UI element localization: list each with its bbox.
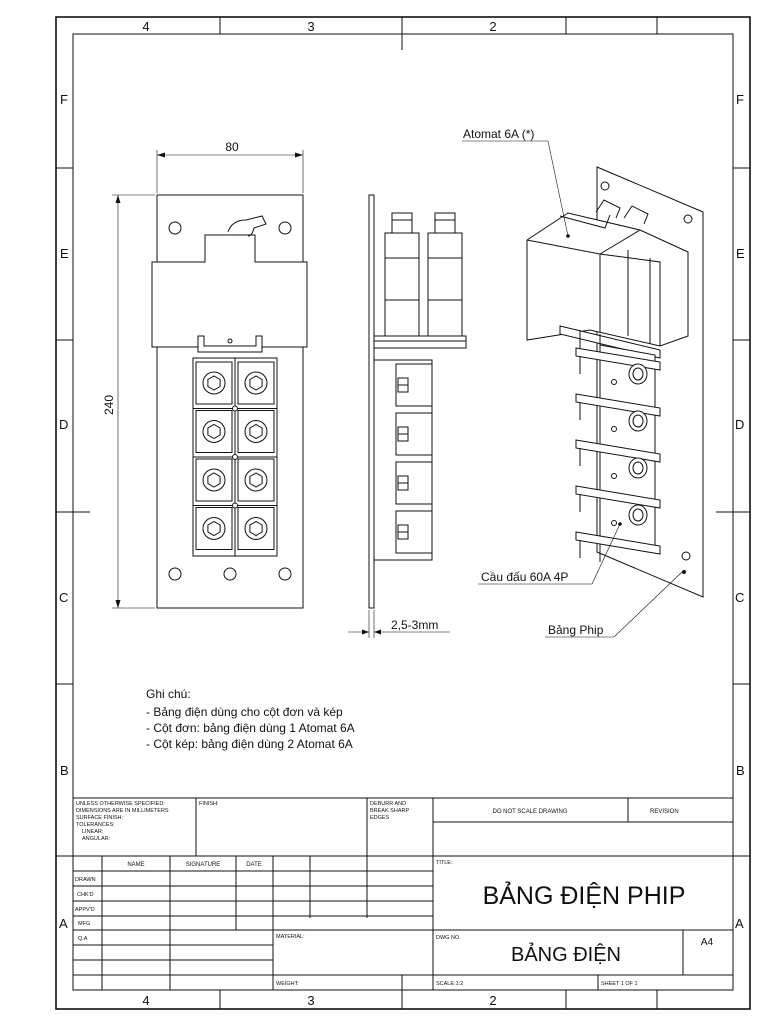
tb-sheet: SHEET 1 OF 1	[601, 981, 638, 987]
row-label-left-c: C	[59, 590, 68, 605]
tb-finish: FINISH:	[199, 801, 219, 807]
tb-revision: REVISION	[650, 809, 679, 815]
screw-icon	[628, 363, 648, 385]
tb-deburr: EDGES	[370, 815, 390, 821]
tb-deburr: BREAK SHARP	[370, 808, 409, 814]
tb-spec: UNLESS OTHERWISE SPECIFIED:	[76, 801, 165, 807]
tb-spec: DIMENSIONS ARE IN MILLIMETERS	[76, 808, 169, 814]
screw-terminal-icon	[244, 420, 268, 443]
callout-breaker: Atomat 6A (*)	[463, 127, 534, 141]
mounting-hole-icon	[278, 567, 292, 581]
mounting-hole-icon	[223, 567, 237, 581]
tb-spec: ANGULAR:	[82, 836, 111, 842]
row-label-right-e: E	[736, 246, 745, 261]
screw-terminal-icon	[244, 371, 268, 395]
notes-line: - Cột kép: bảng điện dùng 2 Atomat 6A	[146, 737, 353, 751]
tb-weight-label: WEIGHT:	[276, 981, 299, 987]
callouts: Atomat 6A (*) Cầu đấu 60A 4P Bảng Phip	[462, 127, 683, 638]
tb-role-qa: Q.A	[78, 936, 88, 942]
mounting-hole-icon	[168, 221, 182, 235]
col-label-bottom-2: 2	[489, 993, 496, 1008]
tb-size: A4	[701, 937, 714, 948]
col-label-top-4: 4	[142, 19, 149, 34]
mounting-hole-icon	[168, 567, 182, 581]
tb-title-label: TITLE:	[436, 860, 453, 866]
tb-scale: SCALE:1:2	[436, 981, 463, 987]
row-label-right-f: F	[736, 92, 744, 107]
tb-role-chkd: CHK'D	[77, 892, 94, 898]
isometric-view	[526, 166, 704, 598]
side-view: 2,5-3mm	[348, 194, 467, 638]
callout-terminal: Cầu đấu 60A 4P	[481, 570, 568, 584]
row-label-left-b: B	[60, 763, 69, 778]
notes-line: - Bảng điện dùng cho cột đơn và kép	[146, 705, 343, 719]
tb-material-label: MATERIAL:	[276, 934, 305, 940]
tb-dwg-label: DWG NO.	[436, 935, 461, 941]
screw-terminal-icon	[202, 517, 226, 540]
col-label-top-2: 2	[489, 19, 496, 34]
tb-dwg-no: BẢNG ĐIỆN	[511, 943, 621, 966]
col-label-bottom-3: 3	[307, 993, 314, 1008]
row-label-left-a: A	[59, 916, 68, 931]
tb-spec: LINEAR:	[82, 829, 104, 835]
breaker-body	[526, 212, 689, 347]
row-label-left-f: F	[60, 92, 68, 107]
dimension-height: 240	[102, 395, 116, 415]
screw-icon	[628, 457, 648, 479]
row-label-right-a: A	[735, 916, 744, 931]
drawing-border: 4 3 2 4 3 2 F E D C B A F E D C B A	[55, 16, 751, 1010]
mounting-hole-icon	[278, 221, 292, 235]
callout-board: Bảng Phip	[548, 623, 604, 637]
screw-terminal-icon	[244, 517, 268, 540]
tb-header-signature: SIGNATURE	[186, 862, 221, 868]
screw-terminal-icon	[202, 420, 226, 443]
screw-terminal-icon	[202, 468, 226, 492]
tb-spec: TOLERANCES:	[76, 822, 115, 828]
col-label-bottom-4: 4	[142, 993, 149, 1008]
tb-title: BẢNG ĐIỆN PHIP	[483, 880, 686, 910]
row-label-left-e: E	[60, 246, 69, 261]
tb-deburr: DEBURR AND	[370, 801, 406, 807]
tb-spec: SURFACE FINISH:	[76, 815, 124, 821]
notes-heading: Ghi chú:	[146, 687, 191, 701]
screw-icon	[628, 410, 648, 432]
tb-header-name: NAME	[127, 862, 144, 868]
tb-header-date: DATE	[246, 862, 262, 868]
dimension-thickness: 2,5-3mm	[391, 618, 438, 632]
screw-terminal-icon	[202, 371, 226, 395]
row-label-right-c: C	[735, 590, 744, 605]
title-block: UNLESS OTHERWISE SPECIFIED: DIMENSIONS A…	[73, 797, 733, 990]
screw-terminal-icon	[244, 468, 268, 492]
tb-role-drawn: DRAWN	[75, 877, 96, 883]
row-label-right-d: D	[735, 417, 744, 432]
notes: Ghi chú: - Bảng điện dùng cho cột đơn và…	[146, 687, 355, 751]
tb-role-appvd: APPV'D	[75, 907, 95, 913]
dimension-width: 80	[225, 140, 239, 154]
front-view: 80 240	[102, 140, 308, 609]
notes-line: - Cột đơn: bảng điện dùng 1 Atomat 6A	[146, 721, 355, 735]
tb-role-mfg: MFG	[78, 921, 90, 927]
tb-do-not-scale: DO NOT SCALE DRAWING	[492, 809, 567, 815]
row-label-right-b: B	[736, 763, 745, 778]
screw-icon	[628, 504, 648, 526]
col-label-top-3: 3	[307, 19, 314, 34]
row-label-left-d: D	[59, 417, 68, 432]
